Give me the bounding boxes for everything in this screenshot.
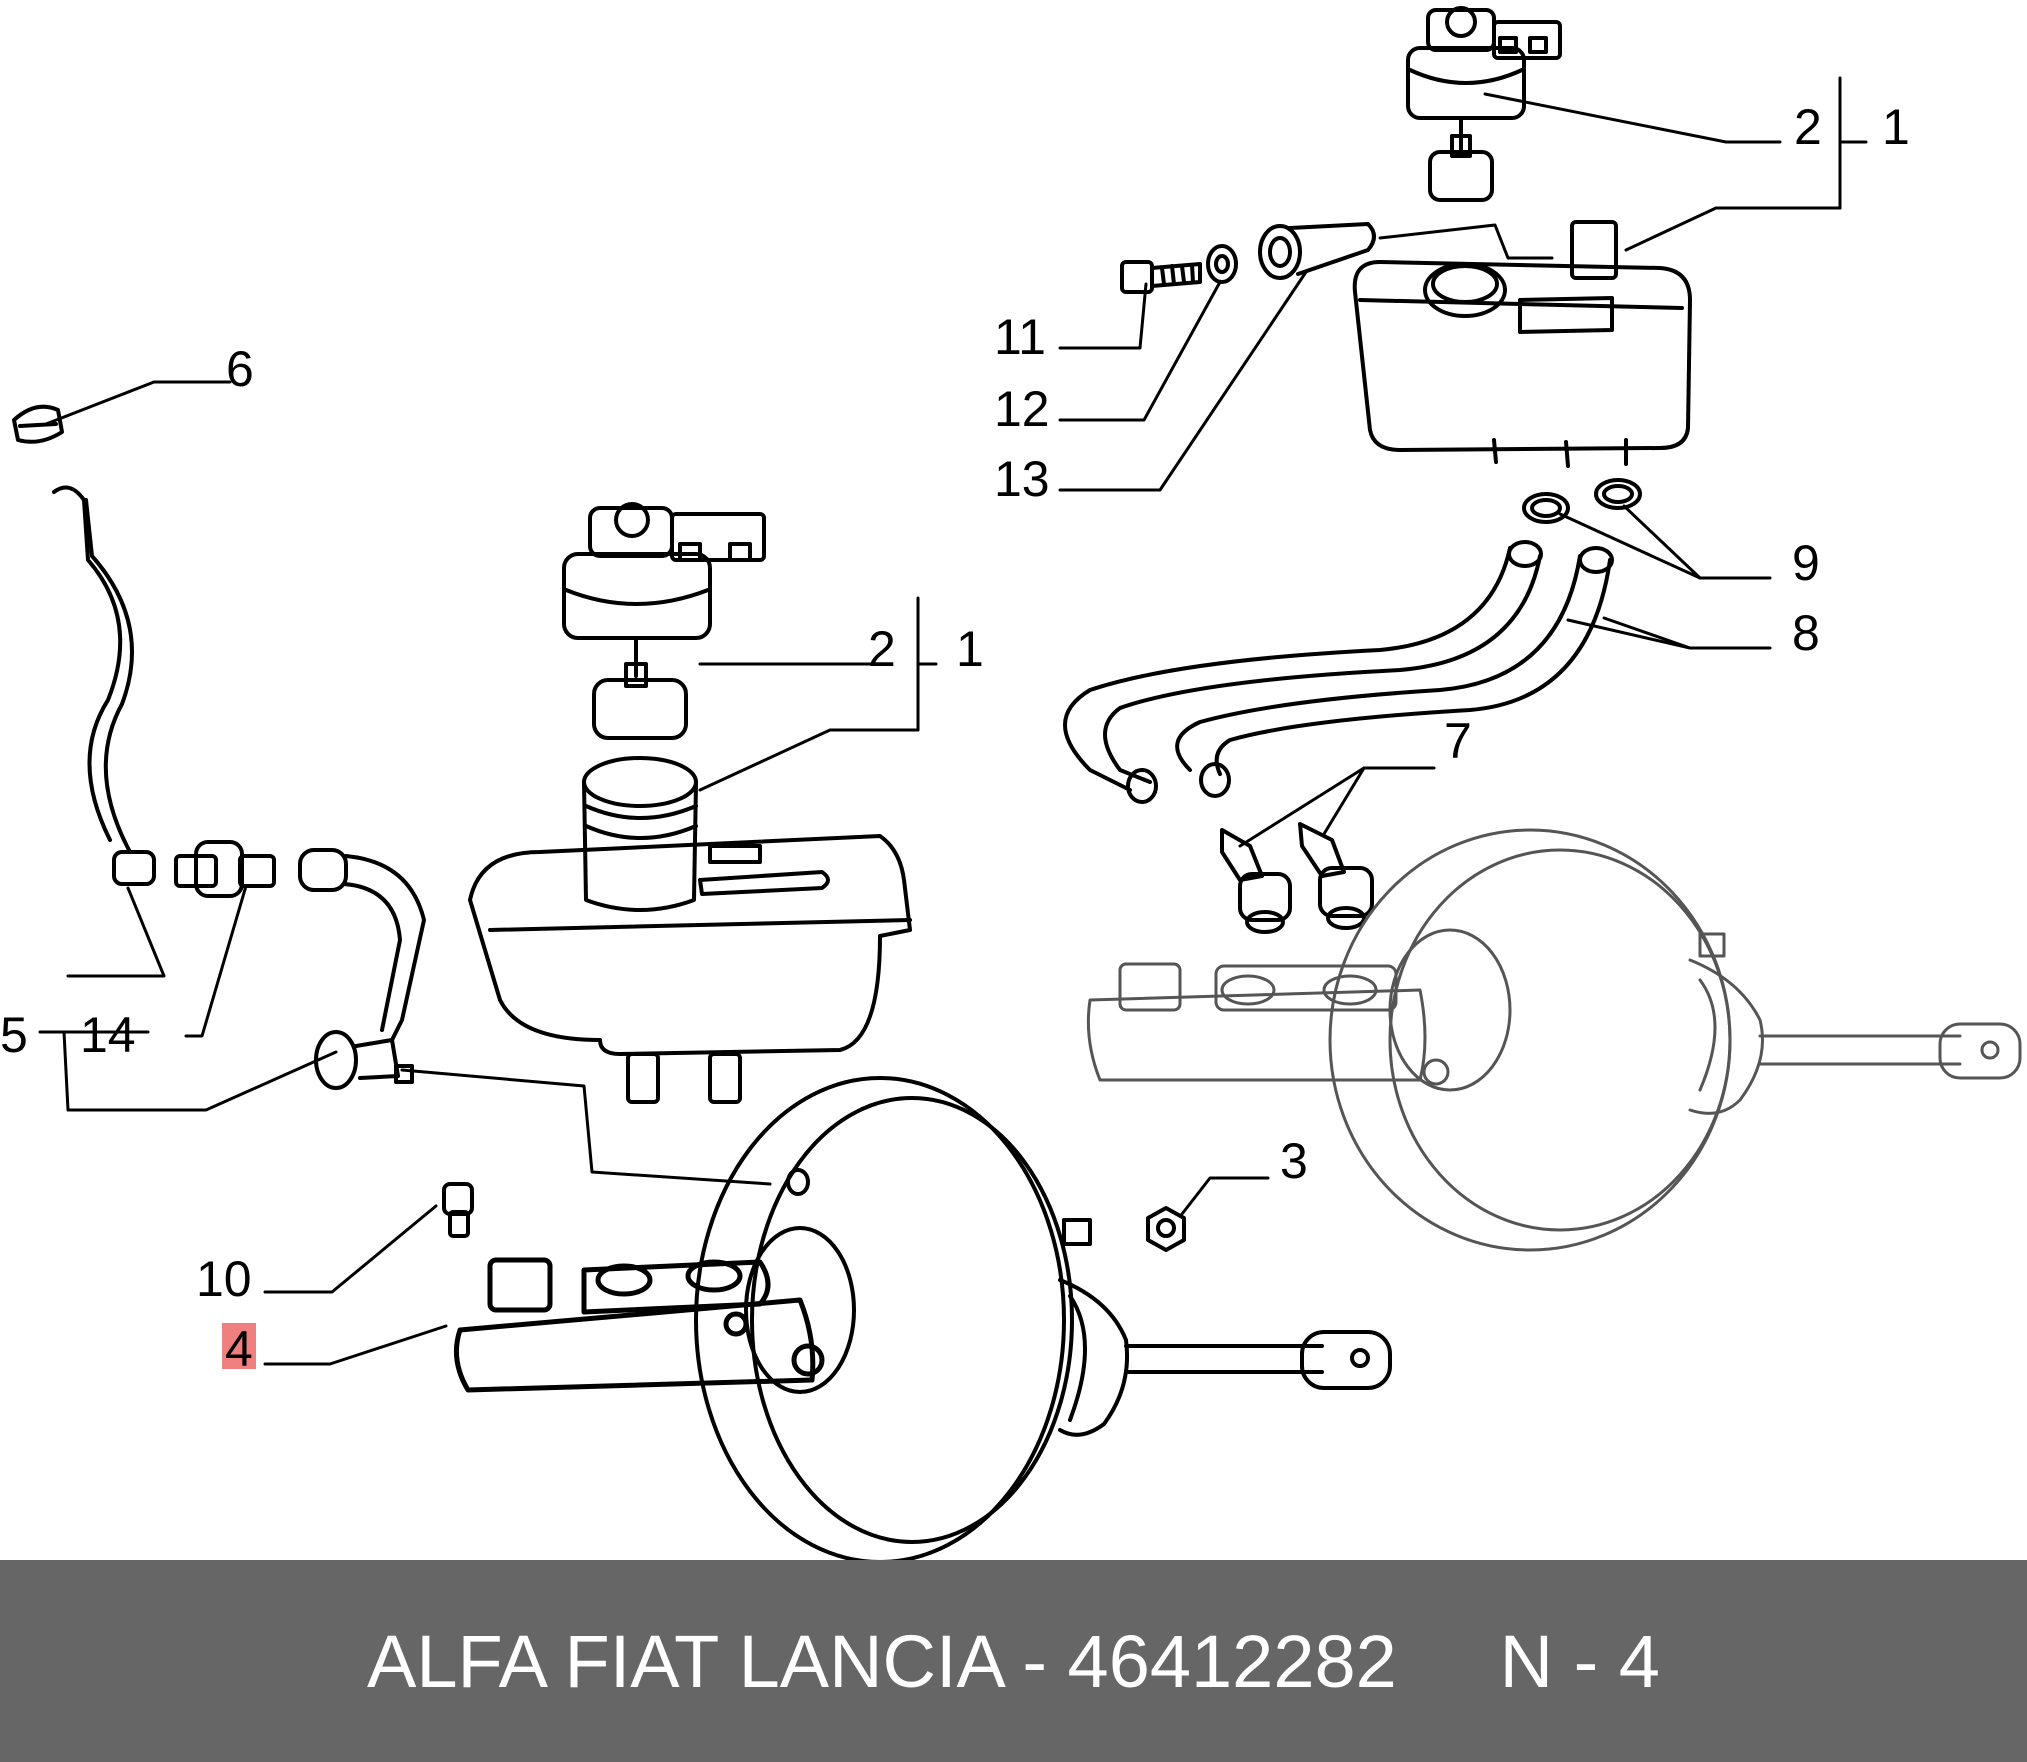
callout-2-top: 2 — [1794, 99, 1822, 155]
callout-labels: 1 2 11 12 13 9 8 7 6 2 1 5 14 3 10 4 — [0, 99, 1910, 1377]
callout-10: 10 — [196, 1251, 252, 1307]
callout-9: 9 — [1792, 535, 1820, 591]
master-cylinder-right — [1086, 962, 1450, 1086]
parts-diagram: 1 2 11 12 13 9 8 7 6 2 1 5 14 3 10 4 — [0, 6, 2022, 1560]
callout-13: 13 — [994, 451, 1050, 507]
clip-6 — [12, 404, 64, 444]
hose-left-upper — [52, 485, 156, 886]
callout-2-mid: 2 — [868, 621, 896, 677]
callout-12: 12 — [994, 381, 1050, 437]
clamps-9 — [1522, 478, 1642, 524]
reservoir-body-center — [468, 756, 912, 1104]
leader-lines — [38, 76, 1868, 1366]
reservoir-cap-center — [562, 502, 766, 740]
callout-3: 3 — [1280, 1133, 1308, 1189]
check-valve-14 — [174, 840, 276, 898]
master-cylinder-4 — [453, 1257, 825, 1393]
brake-booster-right — [1328, 828, 2022, 1252]
callout-4: 4 — [225, 1321, 253, 1377]
callout-5: 5 — [0, 1007, 28, 1063]
hoses-8 — [1063, 540, 1614, 804]
callout-4-highlight — [222, 1323, 256, 1369]
washer-12 — [1206, 244, 1238, 284]
callout-6: 6 — [226, 341, 254, 397]
callout-7: 7 — [1444, 713, 1472, 769]
bleed-screw-10 — [442, 1182, 474, 1238]
reservoir-body-top — [1352, 220, 1692, 468]
sleeve-13 — [1258, 222, 1376, 280]
nut-3 — [1146, 1206, 1186, 1252]
reservoir-cap-top — [1406, 6, 1562, 202]
footer-bar: ALFA FIAT LANCIA - 46412282 N - 4 — [0, 1560, 2027, 1762]
part-number-caption: ALFA FIAT LANCIA - 46412282 N - 4 — [367, 1619, 1660, 1703]
bolt-11 — [1120, 260, 1202, 294]
callout-1-mid: 1 — [956, 621, 984, 677]
callout-11: 11 — [994, 309, 1046, 365]
callout-1-top: 1 — [1882, 99, 1910, 155]
seals-7 — [1220, 822, 1374, 934]
hose-left-lower — [298, 848, 426, 1090]
callout-8: 8 — [1792, 605, 1820, 661]
callout-14: 14 — [80, 1007, 136, 1063]
brake-booster-center — [694, 1076, 1392, 1560]
